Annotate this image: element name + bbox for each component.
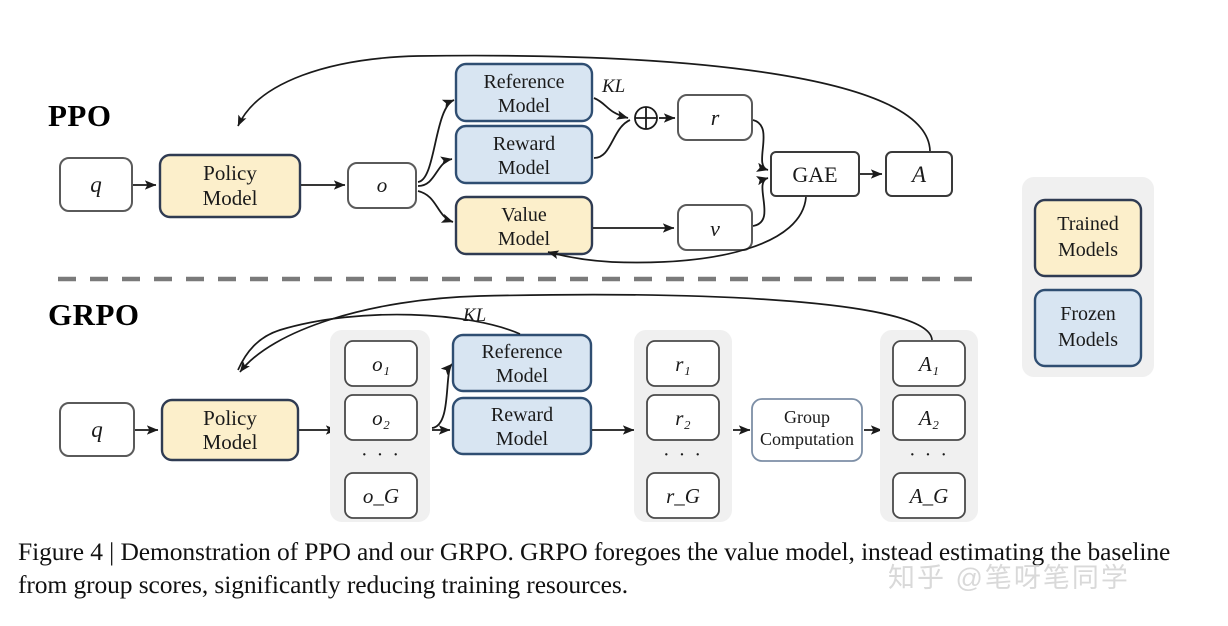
ppo-section: PPO q Policy Model o [48,54,953,264]
ppo-edge-o-value [417,190,454,223]
ppo-node-q: q [59,157,133,212]
grpo-reward-item-1: r₁ [675,352,690,376]
grpo-edge-advantages-policy-feedback [239,293,933,373]
ppo-node-reward-model: Reward Model [454,124,594,185]
legend-item-frozen-line1: Frozen [1060,303,1116,325]
grpo-output-ellipsis: · · · [361,444,401,466]
ppo-edge-o-reward [417,156,453,187]
grpo-node-reference-model-line1: Reference [481,341,562,363]
grpo-title: GRPO [48,297,140,332]
grpo-reward-item-2: r₂ [675,406,690,430]
grpo-node-q-label: q [91,417,103,442]
grpo-node-reward-model-line2: Model [496,428,549,450]
ppo-edge-r-gae [752,119,769,172]
grpo-reward-ellipsis: · · · [663,444,703,466]
grpo-node-group-computation: Group Computation [751,398,863,462]
grpo-advantage-item-1: A₁ [917,352,939,376]
ppo-edge-reference-plus [593,97,629,120]
ppo-node-gae: GAE [770,151,860,197]
ppo-node-reward-model-line2: Model [498,157,551,179]
grpo-advantage-item-g: A_G [908,484,949,508]
ppo-node-v-label: v [710,216,720,241]
grpo-section: GRPO q Policy Model o₁ o₂ · · · [48,293,978,522]
ppo-node-r-label: r [711,105,720,130]
ppo-node-reference-model-line1: Reference [483,71,564,93]
grpo-group-advantages: A₁ A₂ · · · A_G [880,330,978,522]
ppo-node-plus-icon [634,106,658,130]
grpo-output-item-2: o₂ [372,406,390,430]
grpo-node-reference-model-line2: Model [496,365,549,387]
ppo-node-o-label: o [377,173,388,197]
figure-caption: Figure 4 | Demonstration of PPO and our … [18,537,1171,599]
grpo-reward-item-g: r_G [666,484,700,508]
ppo-node-policy-model: Policy Model [158,153,302,219]
legend-item-frozen-line2: Models [1058,329,1118,351]
ppo-node-gae-label: GAE [792,162,837,187]
ppo-edge-reward-plus [593,119,631,159]
ppo-node-value-model-line2: Model [498,228,551,250]
ppo-node-r: r [677,94,753,141]
grpo-node-reference-model: Reference Model [451,333,593,393]
ppo-node-value-model-line1: Value [501,204,547,226]
grpo-node-reward-model: Reward Model [451,396,593,456]
grpo-node-group-computation-line1: Group [784,407,830,427]
ppo-node-value-model: Value Model [454,195,594,256]
grpo-node-q: q [59,402,135,457]
ppo-kl-label: KL [601,76,625,97]
grpo-output-item-g: o_G [363,484,399,508]
grpo-node-reward-model-line1: Reward [491,404,553,426]
legend-item-trained: Trained Models [1033,198,1143,278]
ppo-edge-v-gae [752,176,769,227]
ppo-node-v: v [677,204,753,251]
ppo-node-reward-model-line1: Reward [493,133,555,155]
ppo-node-a: A [885,151,953,197]
grpo-node-policy-model: Policy Model [160,398,300,462]
ppo-node-a-label: A [910,162,927,187]
grpo-output-item-1: o₁ [372,352,390,376]
legend-item-trained-line1: Trained [1057,213,1118,235]
grpo-edge-outputs-reference [431,363,453,429]
ppo-node-reference-model: Reference Model [454,62,594,123]
grpo-node-policy-model-line2: Model [203,430,258,454]
grpo-edge-reference-policy-kl [237,313,521,371]
ppo-grpo-diagram: PPO q Policy Model o [48,54,1154,522]
grpo-advantage-ellipsis: · · · [909,444,949,466]
ppo-title: PPO [48,98,112,133]
ppo-edge-o-reference [417,99,455,183]
legend-item-frozen: Frozen Models [1033,288,1143,368]
ppo-edge-gae-value-feedback [547,196,807,264]
ppo-edge-a-policy-feedback [237,54,931,152]
grpo-group-outputs: o₁ o₂ · · · o_G [330,330,430,522]
grpo-advantage-item-2: A₂ [917,406,939,430]
ppo-node-q-label: q [90,172,102,197]
ppo-node-policy-model-line1: Policy [203,161,257,185]
ppo-node-reference-model-line2: Model [498,95,551,117]
legend-item-trained-line2: Models [1058,239,1118,261]
ppo-node-policy-model-line2: Model [203,186,258,210]
grpo-node-policy-model-line1: Policy [203,406,257,430]
legend: Trained Models Frozen Models [1022,177,1154,377]
ppo-node-o: o [347,162,417,209]
grpo-group-rewards: r₁ r₂ · · · r_G [634,330,732,522]
grpo-node-group-computation-line2: Computation [760,429,854,449]
